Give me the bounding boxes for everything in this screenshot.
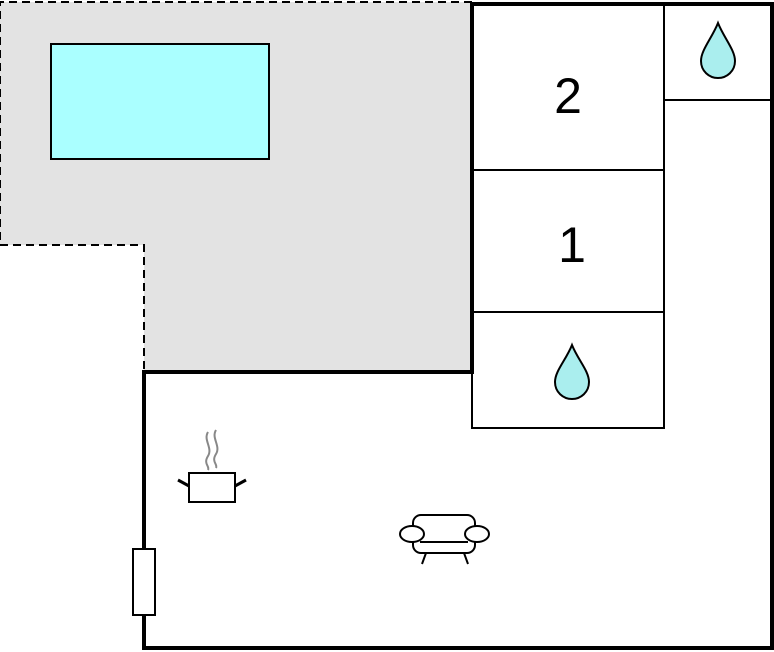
water-drop-icon <box>553 342 591 401</box>
bathroom-1-room <box>471 311 665 429</box>
room-label-1: 1 <box>558 217 586 273</box>
sofa-icon <box>399 514 490 565</box>
terrace-dashed-outline <box>0 1 472 372</box>
cooking-pot-icon <box>177 429 247 503</box>
bathroom-2-room <box>663 4 772 101</box>
room-label-2: 2 <box>554 68 582 124</box>
water-drop-icon <box>699 20 737 80</box>
swimming-pool <box>50 43 270 160</box>
entrance-door <box>132 548 156 616</box>
